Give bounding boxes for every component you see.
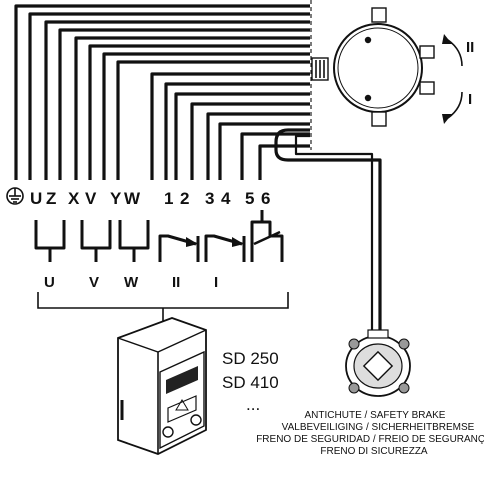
- wire-y: [88, 44, 310, 180]
- terminal-label: W: [124, 189, 141, 208]
- terminal-label: Z: [46, 189, 56, 208]
- wire-brake-a: [274, 128, 382, 330]
- wire-1: [150, 72, 310, 180]
- rotation-arrows: [442, 34, 463, 124]
- direction-label-down: I: [468, 91, 472, 108]
- wire-v: [74, 36, 310, 180]
- terminal-labels: U Z X V Y W 1 2 3 4 5 6: [30, 189, 270, 208]
- motor-icon: [311, 7, 435, 127]
- terminal-label: 2: [180, 189, 189, 208]
- wire-2b: [174, 92, 310, 180]
- ground-icon: [6, 187, 24, 205]
- terminal-label: V: [85, 189, 97, 208]
- group-bracket: [37, 292, 289, 309]
- wire-4: [206, 112, 310, 180]
- terminal-label: Y: [110, 189, 122, 208]
- phase-label: U: [44, 274, 55, 291]
- terminal-label: 3: [205, 189, 214, 208]
- wire-brake-b: [294, 134, 374, 330]
- terminal-label: X: [68, 189, 80, 208]
- limit-switch-contacts: [158, 210, 284, 262]
- wire-6: [258, 144, 310, 180]
- brake-label-line: VALBEVEILIGING / SICHERHEITBREMSE: [282, 422, 475, 433]
- phase-connectors: [34, 220, 150, 262]
- model-label: SD 410: [222, 373, 279, 392]
- wire-w: [102, 52, 310, 180]
- phase-labels: U V W II I: [44, 274, 218, 291]
- terminal-label: 1: [164, 189, 173, 208]
- control-box-icon: [117, 317, 207, 455]
- brake-label-line: ANTICHUTE / SAFETY BRAKE: [305, 410, 446, 421]
- safety-brake-icon: [345, 329, 411, 397]
- terminal-label: 4: [221, 189, 231, 208]
- wire-ground: [14, 4, 310, 180]
- phase-label: V: [89, 274, 99, 291]
- terminal-label: U: [30, 189, 42, 208]
- brake-label: ANTICHUTE / SAFETY BRAKE VALBEVEILIGING …: [256, 410, 484, 457]
- wire-2: [164, 82, 310, 180]
- direction-label-up: II: [466, 39, 474, 56]
- switch-label: I: [214, 274, 218, 291]
- wire-x: [58, 28, 310, 180]
- switch-label: II: [172, 274, 180, 291]
- wire-5: [240, 132, 310, 180]
- model-ellipsis: ...: [246, 395, 260, 414]
- wire-3: [190, 102, 310, 180]
- wire-z: [44, 20, 310, 180]
- wire-u: [28, 12, 310, 180]
- terminal-label: 5: [245, 189, 254, 208]
- model-label: SD 250: [222, 349, 279, 368]
- brake-label-line: FRENO DI SICUREZZA: [320, 446, 428, 457]
- wire-extra: [116, 60, 310, 180]
- phase-label: W: [124, 274, 139, 291]
- brake-label-line: FRENO DE SEGURIDAD / FREIO DE SEGURANÇA: [256, 434, 484, 445]
- wire-4b: [218, 122, 310, 180]
- terminal-label: 6: [261, 189, 270, 208]
- cable-bundle: [14, 4, 382, 330]
